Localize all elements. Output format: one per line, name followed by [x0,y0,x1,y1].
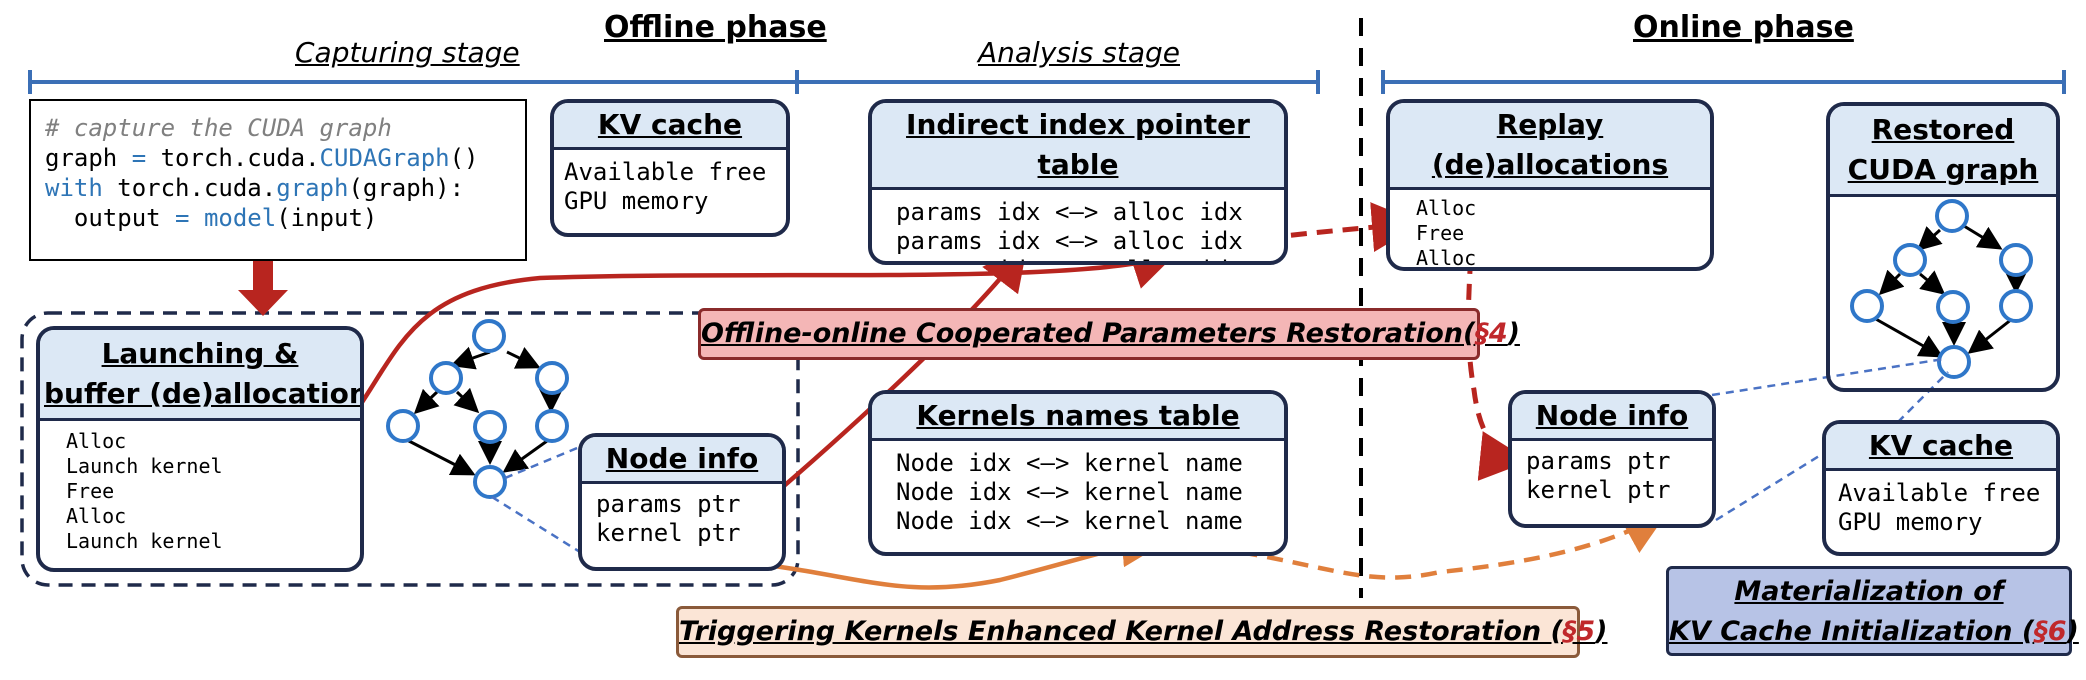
indirect-index-table-box: Indirect index pointer table params idx … [868,99,1288,265]
offline-phase-heading: Offline phase [604,10,827,45]
launching-line: Alloc [66,504,127,528]
analysis-stage-label: Analysis stage [978,36,1180,69]
node-info-online-line: params ptr [1526,447,1671,475]
kv-cache-offline-line: GPU memory [564,187,709,215]
code-line-output: output = model(input) [45,204,378,232]
capture-region [20,311,800,587]
online-phase-heading: Online phase [1633,10,1854,45]
offline-graph [386,319,569,499]
node-info-offline-box: Node info params ptr kernel ptr [578,433,786,571]
launching-buffer-box: Launching & buffer (de)allocations Alloc… [36,326,364,572]
capture-code-box: # capture the CUDA graph graph = torch.c… [29,99,527,261]
replay-line: Alloc [1416,246,1477,270]
launching-line: Alloc [66,429,127,453]
node-info-online-line: kernel ptr [1526,476,1671,504]
launching-line: Launch kernel [66,454,223,478]
kernels-names-row: Node idx <–> kernel name [896,478,1243,506]
kv-cache-online-line: Available free [1838,479,2041,507]
params-restoration-banner: Offline-online Cooperated Parameters Res… [698,308,1520,360]
kernels-names-table-title: Kernels names table [872,394,1284,441]
kv-cache-offline-title: KV cache [554,103,786,150]
replay-allocations-box: Replay (de)allocations Alloc Free Alloc … [1386,99,1714,271]
kv-cache-offline-box: KV cache Available free GPU memory [550,99,790,237]
capture-down-arrow [238,260,288,316]
kernel-restoration-banner: Triggering Kernels Enhanced Kernel Addre… [676,606,1608,658]
code-line-graph: graph = torch.cuda.CUDAGraph() [45,144,479,172]
kv-cache-online-title: KV cache [1826,424,2056,471]
kv-cache-online-line: GPU memory [1838,508,1983,536]
kernels-names-row: Node idx <–> kernel name [896,449,1243,477]
offline-timeline [28,70,1320,94]
launching-line: Free [66,479,115,503]
restored-cuda-graph-title: Restored CUDA graph [1830,106,2056,197]
node-info-online-box: Node info params ptr kernel ptr [1508,390,1716,528]
node-info-online-title: Node info [1512,394,1712,441]
code-comment: # capture the CUDA graph [45,114,392,142]
restored-graph [1850,199,2033,379]
indirect-index-table-title: Indirect index pointer table [872,103,1284,190]
launching-buffer-title: Launching & buffer (de)allocations [40,330,360,421]
launching-line: Launch kernel [66,529,223,553]
kv-materialization-banner: Materialization of KV Cache Initializati… [1666,566,2079,656]
capturing-stage-label: Capturing stage [295,36,520,69]
kernels-names-row: Node idx <–> kernel name [896,507,1243,535]
replay-line: Alloc [1416,196,1477,220]
indirect-index-row: params idx <–> alloc idx [896,227,1243,255]
code-line-with: with torch.cuda.graph(graph): [45,174,465,202]
restored-cuda-graph-box: Restored CUDA graph [1826,102,2060,392]
node-info-offline-line: params ptr [596,490,741,518]
kv-cache-offline-line: Available free [564,158,767,186]
indirect-index-row: params idx <–> alloc idx [896,256,1260,261]
replay-line: Free [1416,221,1465,245]
replay-allocations-title: Replay (de)allocations [1390,103,1710,190]
kv-cache-online-box: KV cache Available free GPU memory [1822,420,2060,556]
launching-line: … [66,554,79,572]
indirect-index-row: params idx <–> alloc idx [896,198,1243,226]
online-timeline [1381,70,2066,94]
node-info-offline-line: kernel ptr [596,519,741,547]
kernels-names-table-box: Kernels names table Node idx <–> kernel … [868,390,1288,556]
node-info-offline-title: Node info [582,437,782,484]
